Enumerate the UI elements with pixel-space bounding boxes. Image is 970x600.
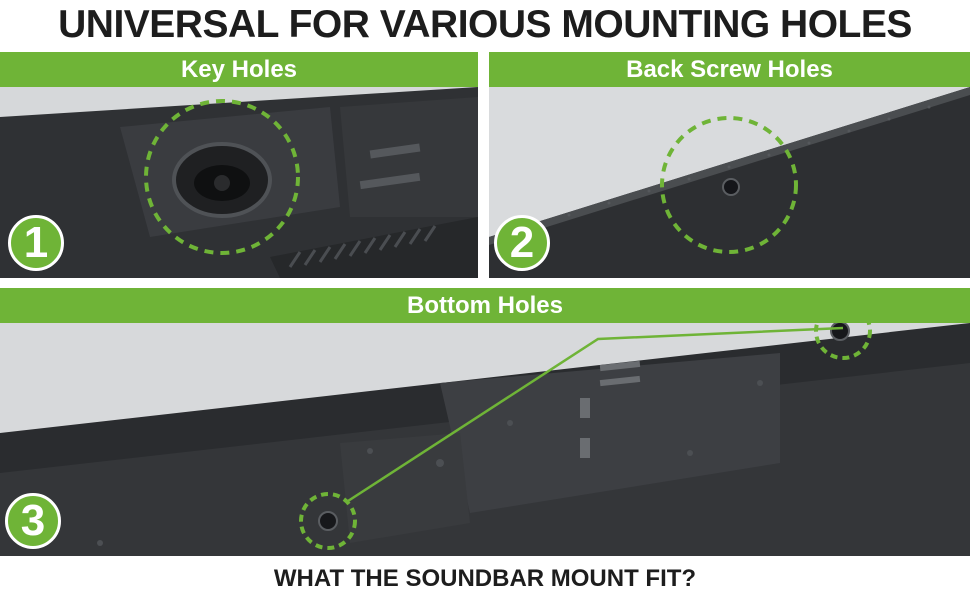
number-badge-1: 1 [8,215,64,271]
key-hole-photo [0,87,478,278]
panel-label-key-holes: Key Holes [0,52,478,87]
panel-label-back-screw-holes: Back Screw Holes [489,52,970,87]
number-badge-2: 2 [494,215,550,271]
panel-back-screw-holes: Back Screw Holes 2 [489,52,970,278]
footer-caption: WHAT THE SOUNDBAR MOUNT FIT? [273,565,697,592]
headline: UNIVERSAL FOR VARIOUS MOUNTING HOLES [58,3,912,46]
panel-key-holes: Key Holes 1 [0,52,478,278]
panel-bottom-holes: Bottom Holes 3 [0,288,970,556]
number-badge-3: 3 [5,493,61,549]
bottom-holes-photo [0,323,970,556]
panel-label-bottom-holes: Bottom Holes [0,288,970,323]
back-screw-hole-photo [489,87,970,278]
